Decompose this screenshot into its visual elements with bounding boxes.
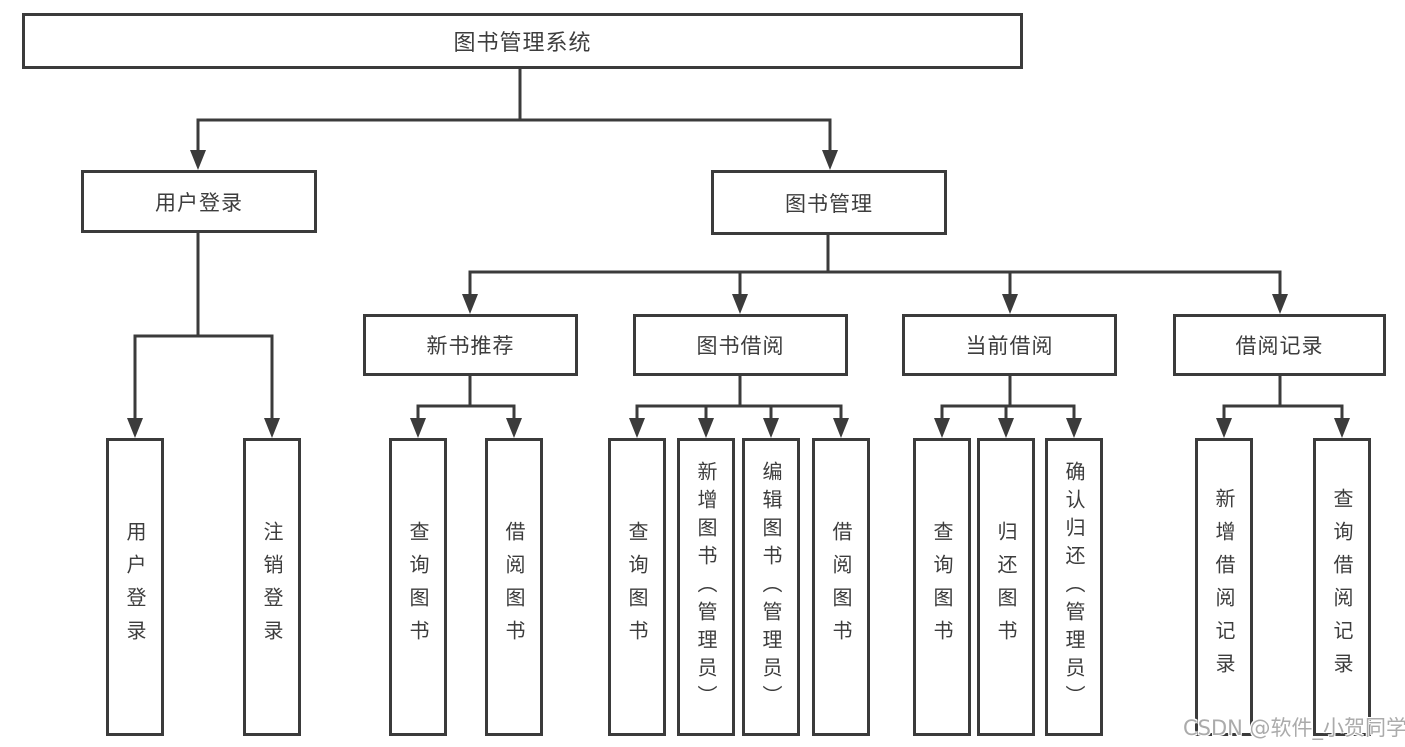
arrowhead bbox=[698, 418, 714, 438]
arrowhead bbox=[1066, 418, 1082, 438]
leaf-add-borrow-record: 新增借阅记录 bbox=[1195, 438, 1253, 736]
node-user-login: 用户登录 bbox=[81, 170, 317, 233]
leaf-borrow-books: 借阅图书 bbox=[812, 438, 870, 736]
arrowhead bbox=[1002, 294, 1018, 314]
node-label: 图书借阅 bbox=[696, 334, 785, 358]
leaf-query-borrow-record: 查询借阅记录 bbox=[1313, 438, 1371, 736]
edge-newbook-branch bbox=[416, 404, 516, 420]
node-current-borrowing: 当前借阅 bbox=[902, 314, 1117, 376]
node-library-management-system: 图书管理系统 bbox=[22, 13, 1023, 69]
leaf-add-books-admin: 新增图书（管理员） bbox=[677, 438, 735, 736]
arrowhead bbox=[732, 294, 748, 314]
node-book-borrowing: 图书借阅 bbox=[633, 314, 848, 376]
arrowhead bbox=[1216, 418, 1232, 438]
edge-records-branch bbox=[1222, 404, 1344, 420]
node-label: 编辑图书（管理员） bbox=[759, 461, 783, 713]
arrowhead bbox=[833, 418, 849, 438]
arrowhead bbox=[763, 418, 779, 438]
node-label: 查询图书 bbox=[625, 521, 649, 653]
leaf-user-login: 用户登录 bbox=[106, 438, 164, 736]
leaf-return-books: 归还图书 bbox=[977, 438, 1035, 736]
arrowhead bbox=[998, 418, 1014, 438]
node-label: 借阅图书 bbox=[502, 521, 526, 653]
arrowhead bbox=[822, 150, 838, 170]
node-label: 借阅图书 bbox=[829, 521, 853, 653]
arrowhead bbox=[127, 418, 143, 438]
edge-root-branch bbox=[196, 118, 832, 152]
arrowhead bbox=[629, 418, 645, 438]
arrowhead bbox=[410, 418, 426, 438]
arrowhead bbox=[1334, 418, 1350, 438]
node-label: 用户登录 bbox=[155, 190, 243, 215]
edge-userlogin-branch bbox=[133, 334, 274, 420]
arrowhead bbox=[462, 294, 478, 314]
leaf-query-books-current: 查询图书 bbox=[913, 438, 971, 736]
leaf-borrow-books-recommend: 借阅图书 bbox=[485, 438, 543, 736]
leaf-query-books-recommend: 查询图书 bbox=[389, 438, 447, 736]
edge-bookmgmt-branch bbox=[468, 270, 1282, 296]
node-label: 新增借阅记录 bbox=[1212, 488, 1236, 686]
leaf-query-books-borrow: 查询图书 bbox=[608, 438, 666, 736]
arrowhead bbox=[934, 418, 950, 438]
arrowhead bbox=[190, 150, 206, 170]
node-new-book-recommend: 新书推荐 bbox=[363, 314, 578, 376]
node-borrowing-records: 借阅记录 bbox=[1173, 314, 1386, 376]
node-label: 图书管理系统 bbox=[453, 31, 592, 56]
node-label: 图书管理 bbox=[785, 191, 873, 216]
arrowhead bbox=[264, 418, 280, 438]
node-label: 确认归还（管理员） bbox=[1062, 461, 1086, 713]
leaf-confirm-return-admin: 确认归还（管理员） bbox=[1045, 438, 1103, 736]
edge-borrow-branch bbox=[635, 404, 843, 420]
node-label: 查询图书 bbox=[406, 521, 430, 653]
node-label: 新书推荐 bbox=[426, 334, 515, 358]
arrowhead bbox=[506, 418, 522, 438]
node-label: 查询借阅记录 bbox=[1330, 488, 1354, 686]
node-label: 当前借阅 bbox=[965, 334, 1054, 358]
node-label: 查询图书 bbox=[930, 521, 954, 653]
arrowhead bbox=[1272, 294, 1288, 314]
node-book-management: 图书管理 bbox=[711, 170, 947, 235]
node-label: 注销登录 bbox=[260, 521, 284, 653]
leaf-logout: 注销登录 bbox=[243, 438, 301, 736]
edge-current-branch bbox=[940, 404, 1076, 420]
node-label: 归还图书 bbox=[994, 521, 1018, 653]
csdn-watermark: CSDN @软件_小贺同学 bbox=[1183, 716, 1405, 740]
node-label: 借阅记录 bbox=[1235, 334, 1324, 358]
leaf-edit-books-admin: 编辑图书（管理员） bbox=[742, 438, 800, 736]
node-label: 用户登录 bbox=[123, 521, 147, 653]
node-label: 新增图书（管理员） bbox=[694, 461, 718, 713]
